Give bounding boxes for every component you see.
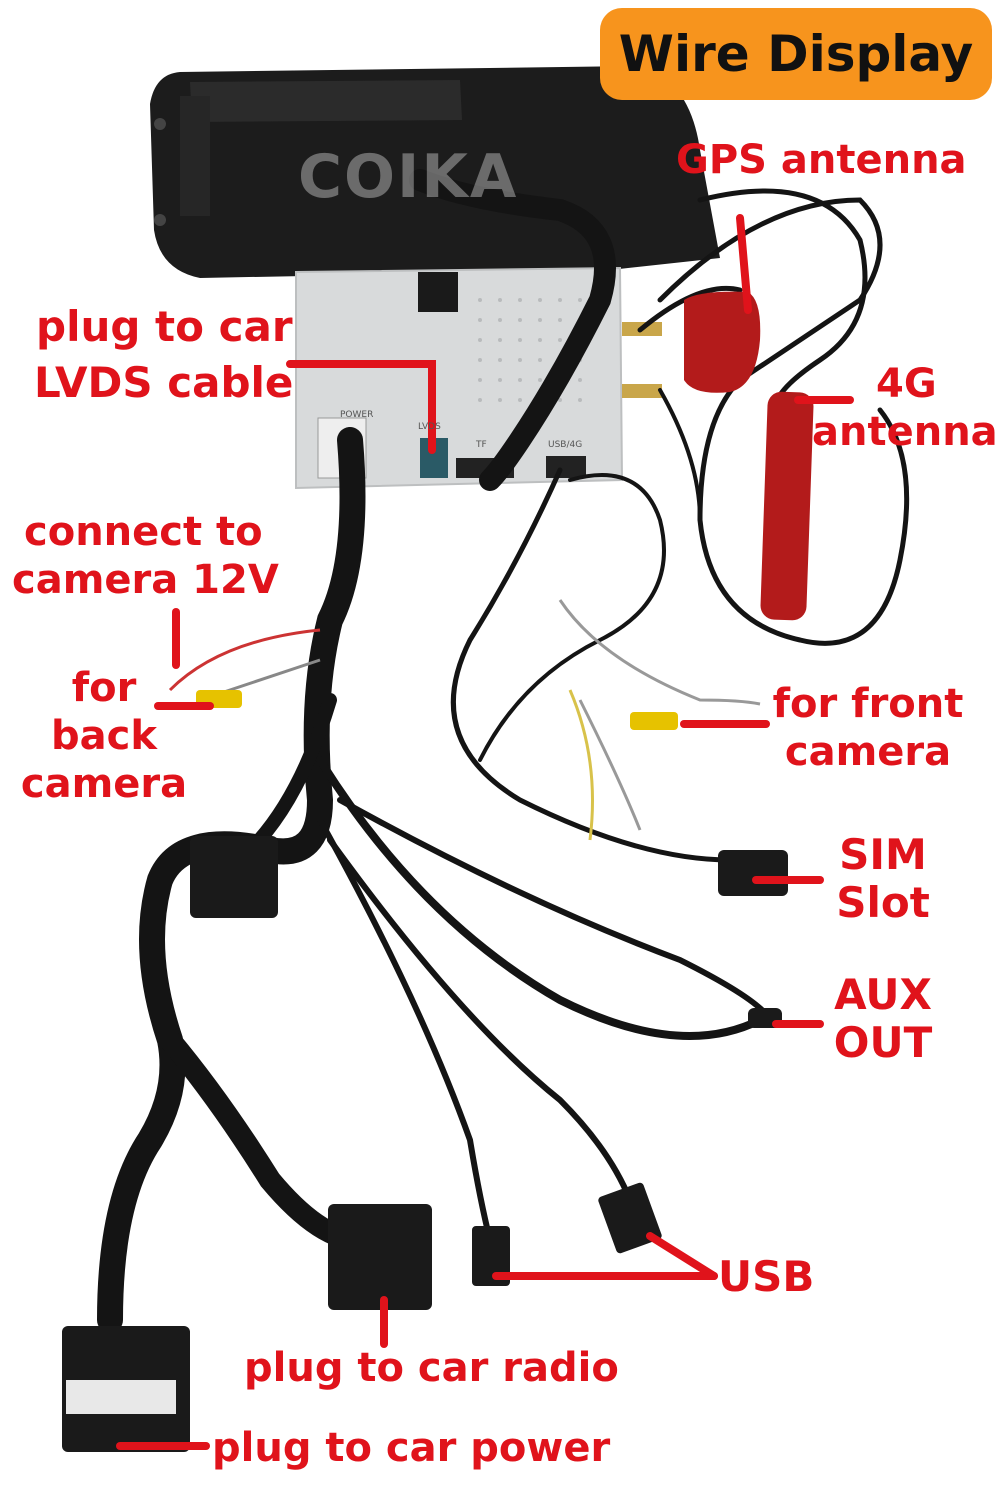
front-camera-label-line1: for front xyxy=(772,681,964,727)
antenna-4g-label-line1: 4G xyxy=(876,361,937,407)
back-camera-label-line3: camera xyxy=(20,761,188,807)
back-camera-label-line1: for xyxy=(71,665,137,711)
aux-out-label-line2: OUT xyxy=(833,1018,933,1067)
port-power-label: POWER xyxy=(340,410,374,420)
gps-antenna-label: GPS antenna xyxy=(676,137,967,183)
car-radio-plug-label: plug to car radio xyxy=(244,1345,619,1391)
front-camera-rca xyxy=(630,712,678,730)
back-camera-label-line2: back xyxy=(51,713,157,759)
radio-plug xyxy=(328,1204,432,1310)
camera-12v-label-line2: camera 12V xyxy=(12,557,279,603)
lvds-label-line1: plug to car xyxy=(36,302,293,351)
harness-connector xyxy=(190,836,278,918)
usb-connector-right xyxy=(598,1182,662,1254)
lvds-label-line2: LVDS cable xyxy=(34,358,294,407)
port-lvds-label: LVDS xyxy=(418,422,441,432)
antenna-4g-label-line2: antenna xyxy=(812,409,998,455)
usb-connector-left xyxy=(472,1226,510,1286)
sim-slot-box xyxy=(718,850,788,896)
brand-watermark: COIKA xyxy=(298,142,519,212)
power-plug-sticker xyxy=(66,1380,176,1414)
port-tf-label: TF xyxy=(476,440,487,450)
callout-lines xyxy=(116,214,854,1450)
car-power-plug-label: plug to car power xyxy=(212,1425,611,1471)
usb-label: USB xyxy=(718,1252,815,1301)
port-usb-label: USB/4G xyxy=(548,440,583,450)
camera-12v-label-line1: connect to xyxy=(24,509,263,555)
aux-out-label-line1: AUX xyxy=(834,970,932,1019)
title-badge: Wire Display xyxy=(600,8,992,100)
sim-slot-label-line1: SIM xyxy=(839,830,927,879)
sim-slot-label-line2: Slot xyxy=(836,878,930,927)
front-camera-label-line2: camera xyxy=(784,729,952,775)
4g-antenna-stick xyxy=(760,391,814,621)
gps-antenna-puck xyxy=(684,291,761,393)
